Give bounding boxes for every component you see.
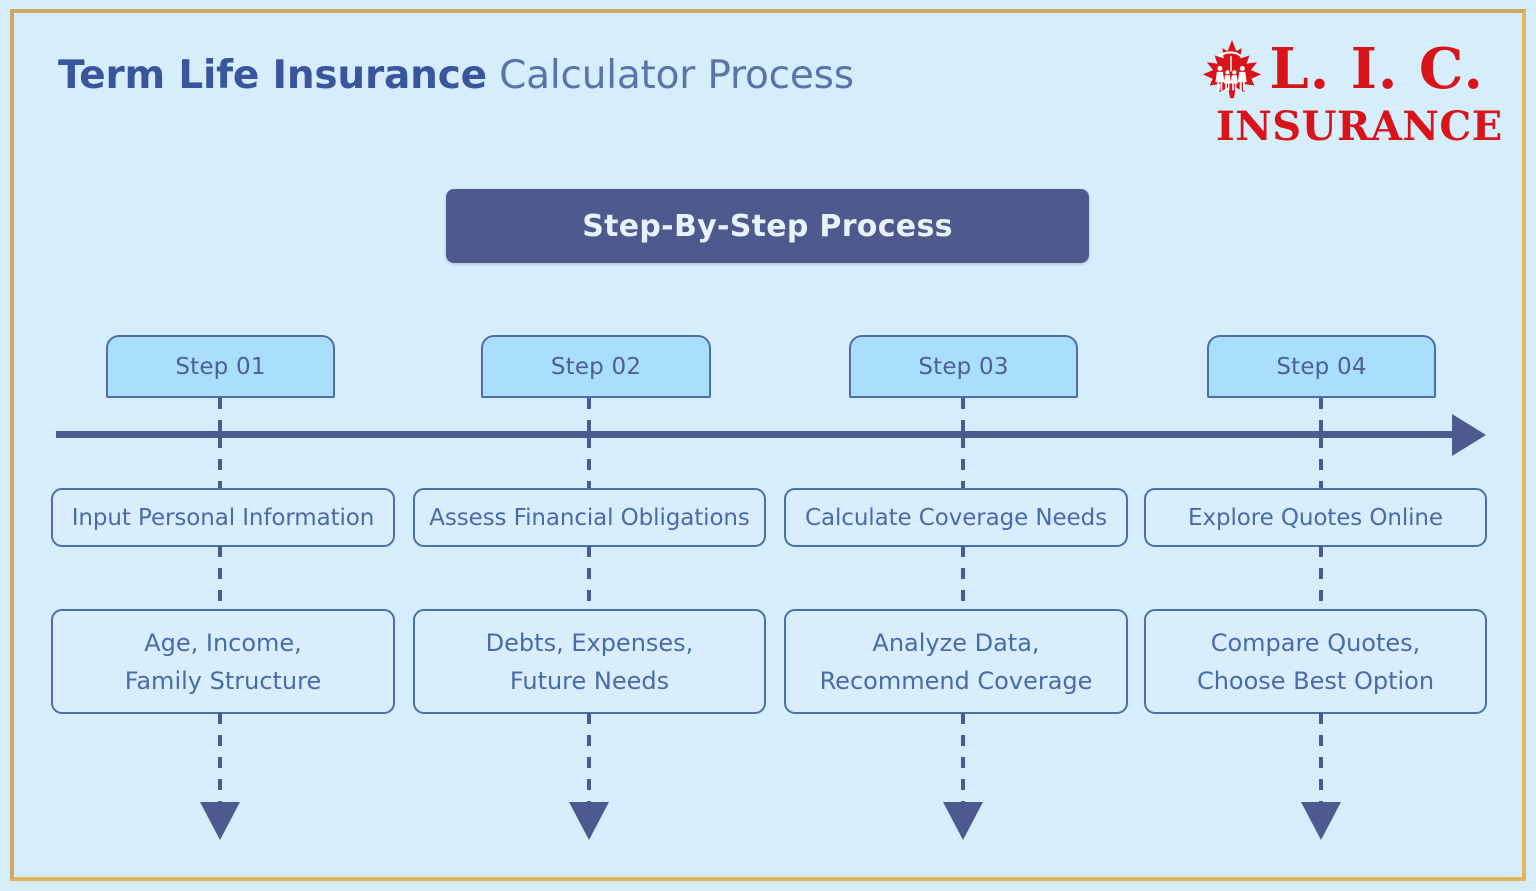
task-box-1[interactable]: Input Personal Information <box>51 488 395 547</box>
task-box-3[interactable]: Calculate Coverage Needs <box>784 488 1128 547</box>
detail-line-3b: Recommend Coverage <box>819 666 1093 695</box>
connector-chip-to-axis-4 <box>1319 398 1323 434</box>
logo-mark: L. I. C. <box>1269 36 1484 102</box>
page-title-light: Calculator Process <box>499 53 854 98</box>
connector-chip-to-axis-1 <box>218 398 222 434</box>
connector-task-to-detail-1 <box>218 546 222 610</box>
connector-detail-to-arrow-3 <box>961 713 965 805</box>
down-arrow-icon-2 <box>569 802 609 840</box>
timeline-axis <box>56 431 1464 438</box>
page-title: Term Life Insurance Calculator Process <box>58 52 854 101</box>
page-title-strong: Term Life Insurance <box>58 53 487 98</box>
connector-detail-to-arrow-1 <box>218 713 222 805</box>
step-by-step-banner: Step-By-Step Process <box>446 189 1089 263</box>
task-box-4[interactable]: Explore Quotes Online <box>1144 488 1487 547</box>
task-label-3: Calculate Coverage Needs <box>805 504 1107 531</box>
detail-line-1b: Family Structure <box>124 666 322 695</box>
down-arrow-icon-1 <box>200 802 240 840</box>
detail-line-1a: Age, Income, <box>144 628 302 657</box>
down-arrow-icon-3 <box>943 802 983 840</box>
step-chip-4[interactable]: Step 04 <box>1207 335 1436 398</box>
task-label-1: Input Personal Information <box>71 504 375 531</box>
task-label-4: Explore Quotes Online <box>1188 504 1443 531</box>
logo-wordmark: INSURANCE <box>1216 103 1503 150</box>
step-chip-label-3: Step 03 <box>918 353 1009 380</box>
connector-task-to-detail-3 <box>961 546 965 610</box>
step-chip-2[interactable]: Step 02 <box>481 335 711 398</box>
detail-line-2a: Debts, Expenses, <box>485 628 694 657</box>
detail-box-4[interactable]: Compare Quotes, Choose Best Option <box>1144 609 1487 714</box>
detail-box-3[interactable]: Analyze Data, Recommend Coverage <box>784 609 1128 714</box>
connector-detail-to-arrow-2 <box>587 713 591 805</box>
connector-chip-to-axis-3 <box>961 398 965 434</box>
detail-box-1[interactable]: Age, Income, Family Structure <box>51 609 395 714</box>
connector-chip-to-axis-2 <box>587 398 591 434</box>
detail-line-3a: Analyze Data, <box>872 628 1040 657</box>
step-chip-label-4: Step 04 <box>1276 353 1367 380</box>
connector-axis-to-task-1 <box>218 437 222 489</box>
right-arrow-icon <box>1452 414 1486 456</box>
brand-logo: L. I. C. INSURANCE <box>1203 34 1503 150</box>
maple-leaf-family-umbrella-icon <box>1201 38 1263 100</box>
logo-top-row: L. I. C. <box>1203 34 1484 104</box>
connector-axis-to-task-3 <box>961 437 965 489</box>
step-chip-1[interactable]: Step 01 <box>106 335 335 398</box>
connector-detail-to-arrow-4 <box>1319 713 1323 805</box>
task-box-2[interactable]: Assess Financial Obligations <box>413 488 766 547</box>
step-chip-label-2: Step 02 <box>550 353 642 380</box>
down-arrow-icon-4 <box>1301 802 1341 840</box>
step-chip-3[interactable]: Step 03 <box>849 335 1078 398</box>
connector-task-to-detail-2 <box>587 546 591 610</box>
connector-axis-to-task-4 <box>1319 437 1323 489</box>
detail-line-4a: Compare Quotes, <box>1210 628 1421 657</box>
banner-label: Step-By-Step Process <box>582 208 953 244</box>
step-chip-label-1: Step 01 <box>175 353 266 380</box>
detail-line-2b: Future Needs <box>509 666 670 695</box>
detail-line-4b: Choose Best Option <box>1196 666 1435 695</box>
connector-axis-to-task-2 <box>587 437 591 489</box>
task-label-2: Assess Financial Obligations <box>429 504 750 531</box>
detail-box-2[interactable]: Debts, Expenses, Future Needs <box>413 609 766 714</box>
connector-task-to-detail-4 <box>1319 546 1323 610</box>
